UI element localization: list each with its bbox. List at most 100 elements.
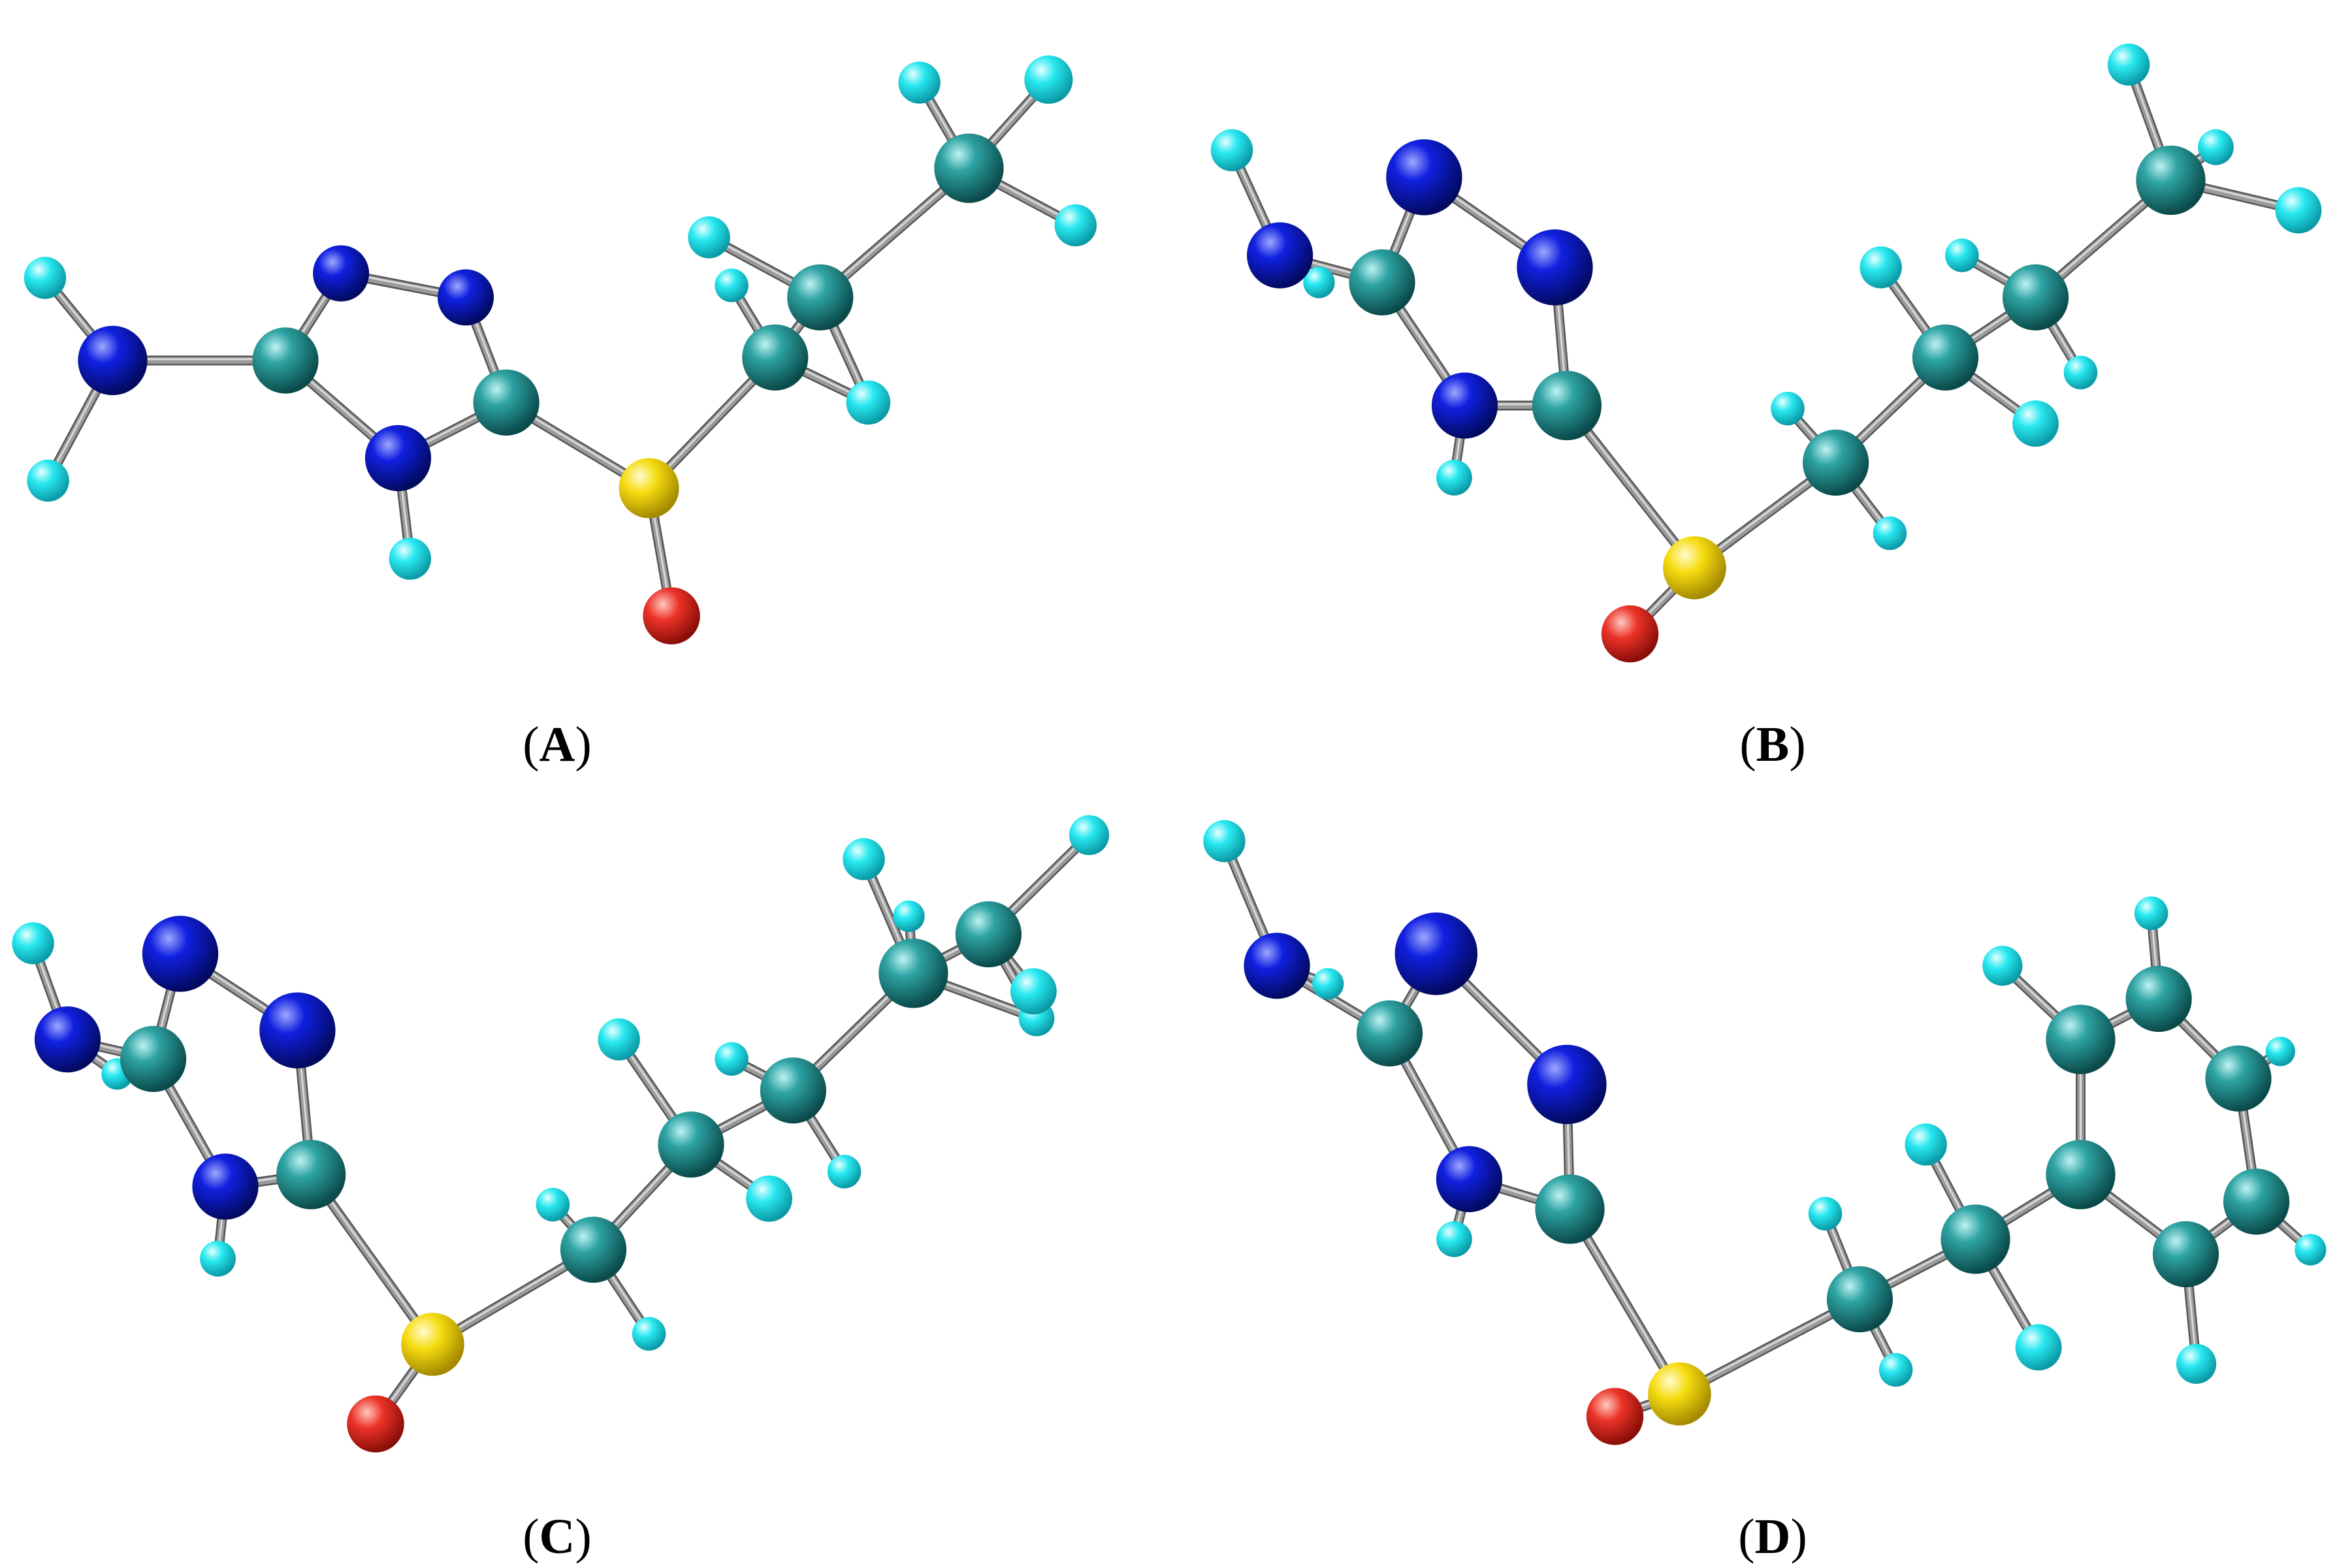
carbon-atom: [760, 1057, 826, 1124]
hydrogen-atom: [898, 61, 941, 104]
hydrogen-atom: [1873, 516, 1907, 551]
hydrogen-atom: [598, 1018, 640, 1061]
carbon-atom: [2046, 1004, 2116, 1074]
hydrogen-atom: [1436, 460, 1472, 496]
carbon-atom: [1356, 1000, 1423, 1066]
panel-label-d: (D): [1738, 1509, 1807, 1564]
hydrogen-atom: [843, 838, 885, 880]
carbon-atom: [2002, 264, 2069, 330]
carbon-atom: [252, 327, 319, 394]
hydrogen-atom: [1860, 246, 1902, 289]
hydrogen-atom: [846, 380, 891, 425]
carbon-atom: [934, 133, 1004, 203]
nitrogen-atom: [1386, 139, 1462, 216]
carbon-atom: [2152, 1221, 2219, 1288]
molecule-b: [1210, 43, 2322, 663]
bond-highlight: [1678, 1297, 1861, 1394]
nitrogen-atom: [1244, 933, 1310, 999]
hydrogen-atom: [2107, 43, 2150, 86]
hydrogen-atom: [2134, 896, 2168, 931]
panel-label-b: (B): [1739, 717, 1806, 772]
nitrogen-atom: [1431, 372, 1498, 439]
hydrogen-atom: [1905, 1123, 1947, 1166]
hydrogen-atom: [632, 1317, 666, 1351]
carbon-atom: [2223, 1168, 2290, 1235]
carbon-atom: [1826, 1266, 1893, 1333]
oxygen-atom: [1586, 1388, 1644, 1445]
nitrogen-atom: [313, 245, 370, 302]
carbon-atom: [120, 1025, 187, 1093]
sulfur-atom: [619, 458, 679, 519]
hydrogen-atom: [1436, 1221, 1472, 1257]
carbon-atom: [473, 369, 540, 436]
hydrogen-atom: [1982, 946, 2023, 986]
hydrogen-atom: [389, 537, 432, 580]
hydrogen-atom: [1054, 204, 1097, 247]
hydrogen-atom: [893, 900, 925, 933]
hydrogen-atom: [1312, 968, 1344, 1000]
nitrogen-atom: [437, 269, 494, 326]
oxygen-atom: [347, 1395, 404, 1453]
molecule-d: [1203, 820, 2327, 1445]
carbon-atom: [787, 264, 854, 330]
carbon-atom: [2136, 145, 2206, 216]
nitrogen-atom: [34, 1006, 101, 1073]
hydrogen-atom: [2063, 355, 2098, 390]
hydrogen-atom: [688, 216, 730, 259]
carbon-atom: [560, 1217, 627, 1283]
oxygen-atom: [643, 587, 700, 645]
nitrogen-atom: [1517, 229, 1593, 306]
hydrogen-atom: [2295, 1234, 2327, 1266]
hydrogen-atom: [1069, 815, 1110, 856]
hydrogen-atom: [1010, 968, 1057, 1015]
carbon-atom: [276, 1140, 346, 1209]
hydrogen-atom: [1808, 1196, 1843, 1231]
hydrogen-atom: [2012, 400, 2059, 447]
hydrogen-atom: [746, 1175, 793, 1222]
panel-label-c: (C): [523, 1509, 592, 1564]
hydrogen-atom: [2275, 187, 2322, 234]
hydrogen-atom: [1303, 266, 1335, 298]
carbon-atom: [1941, 1204, 2010, 1274]
nitrogen-atom: [192, 1153, 259, 1220]
oxygen-atom: [1601, 605, 1659, 663]
hydrogen-atom: [24, 257, 67, 299]
panel-label-a: (A): [523, 717, 592, 772]
hydrogen-atom: [2198, 129, 2234, 165]
hydrogen-atom: [27, 459, 69, 502]
sulfur-atom: [1663, 536, 1726, 600]
carbon-atom: [1349, 249, 1415, 315]
hydrogen-atom: [1878, 1352, 1913, 1387]
nitrogen-atom: [259, 992, 336, 1068]
carbon-atom: [658, 1112, 724, 1178]
hydrogen-atom: [2176, 1343, 2217, 1384]
nitrogen-atom: [142, 916, 219, 992]
carbon-atom: [2125, 965, 2192, 1032]
bond: [1676, 1296, 1863, 1398]
nitrogen-atom: [1436, 1145, 1502, 1213]
hydrogen-atom: [827, 1155, 862, 1189]
hydrogen-atom: [200, 1241, 236, 1277]
molecule-c: [12, 815, 1110, 1453]
nitrogen-atom: [1247, 222, 1313, 289]
hydrogen-atom: [715, 268, 749, 302]
hydrogen-atom: [715, 1042, 749, 1076]
carbon-atom: [955, 901, 1022, 968]
carbon-atom: [1803, 429, 1869, 496]
hydrogen-atom: [2015, 1324, 2062, 1371]
carbon-atom: [2205, 1045, 2272, 1112]
nitrogen-atom: [78, 325, 148, 396]
sulfur-atom: [401, 1313, 464, 1376]
carbon-atom: [1535, 1174, 1605, 1244]
sulfur-atom: [1648, 1362, 1711, 1426]
nitrogen-atom: [1527, 1044, 1607, 1125]
hydrogen-atom: [1771, 391, 1805, 426]
carbon-atom: [742, 324, 809, 391]
carbon-atom: [1532, 370, 1602, 441]
hydrogen-atom: [2265, 1036, 2295, 1066]
molecule-a: [24, 55, 1097, 645]
hydrogen-atom: [1210, 129, 1253, 172]
hydrogen-atom: [1945, 238, 1979, 272]
hydrogen-atom: [12, 922, 54, 965]
carbon-atom: [1912, 324, 1979, 391]
